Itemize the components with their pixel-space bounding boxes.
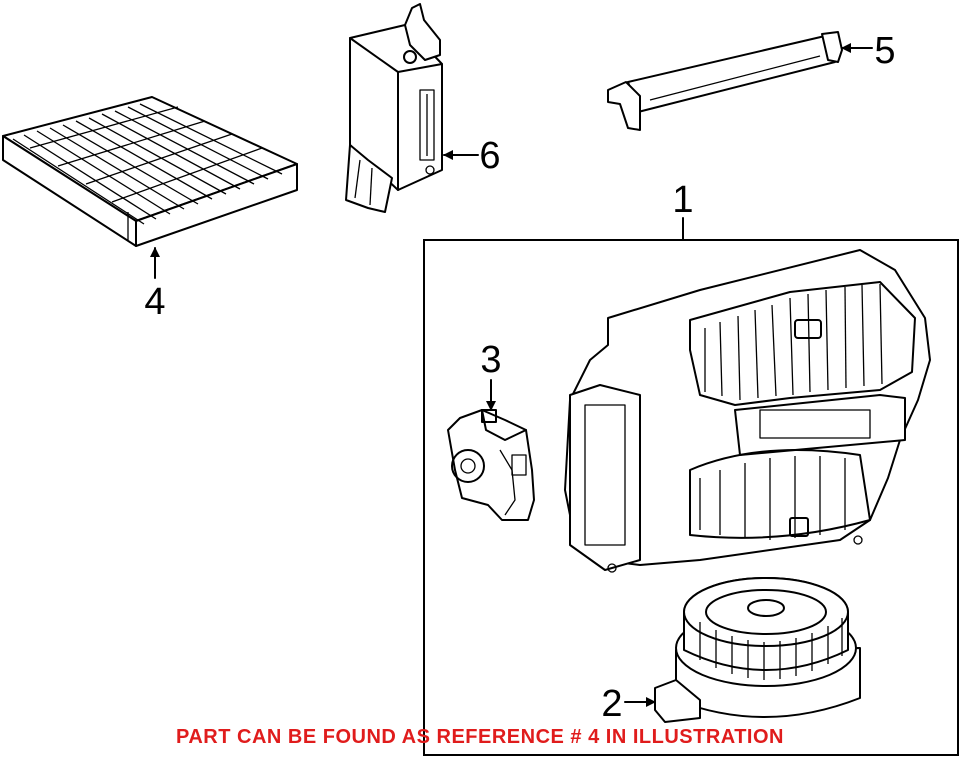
callout-5: 5 — [874, 30, 895, 72]
callout-6: 6 — [479, 135, 500, 177]
callout-1: 1 — [672, 179, 693, 221]
reference-note: PART CAN BE FOUND AS REFERENCE # 4 IN IL… — [176, 726, 784, 748]
callout-3: 3 — [480, 339, 501, 381]
servo-actuator — [447, 409, 535, 521]
cabin-air-filter — [2, 96, 298, 247]
control-module — [345, 3, 443, 213]
sensor-rail — [607, 31, 843, 131]
blower-motor — [654, 577, 861, 723]
assembly-frame — [423, 239, 959, 756]
blower-housing — [564, 249, 931, 573]
callout-4: 4 — [144, 281, 165, 323]
callout-2: 2 — [601, 683, 622, 725]
callout-leaders — [150, 43, 873, 707]
